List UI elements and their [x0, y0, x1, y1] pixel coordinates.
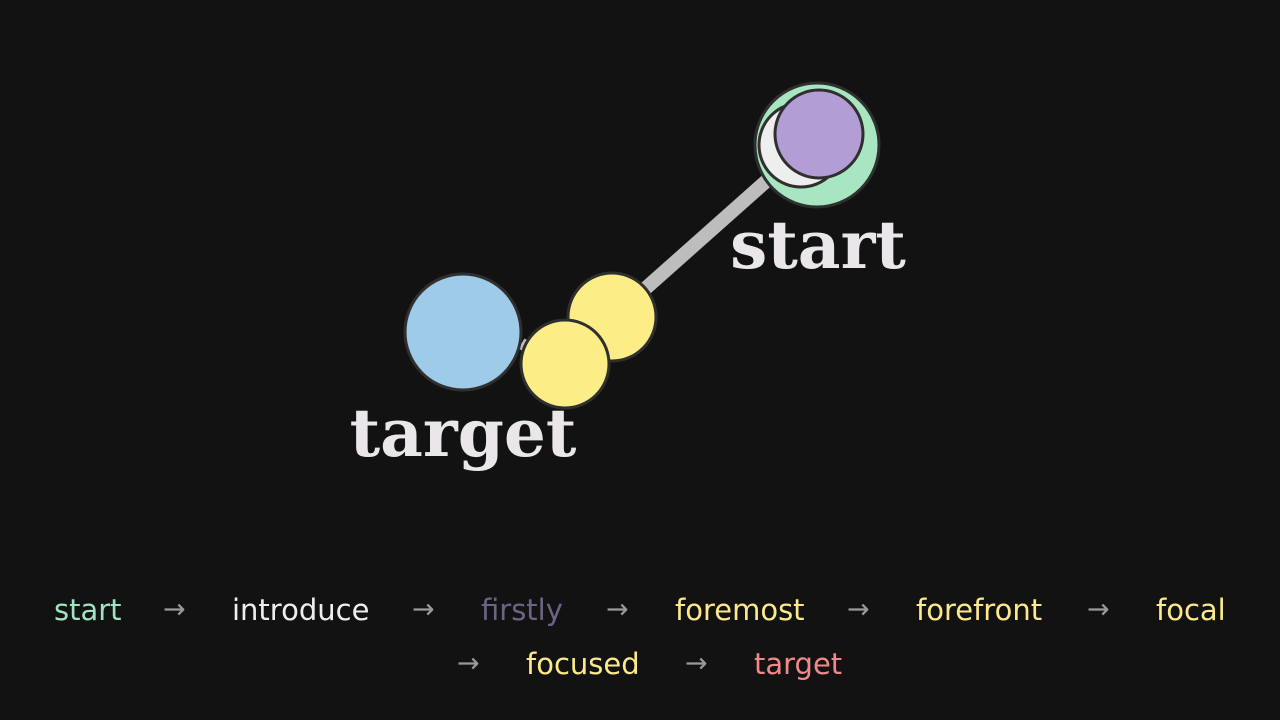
- path-word-target: target: [754, 647, 843, 681]
- path-word-forefront: forefront: [916, 593, 1043, 627]
- arrow-icon: →: [1087, 594, 1110, 625]
- path-word-start: start: [54, 593, 122, 627]
- path-word-foremost: foremost: [675, 593, 805, 627]
- start-node-label: start: [730, 206, 906, 284]
- arrow-icon: →: [606, 594, 629, 625]
- arrow-icon: →: [847, 594, 870, 625]
- edge-start-to-intermediate: [623, 154, 795, 310]
- path-word-introduce: introduce: [232, 593, 370, 627]
- arrow-icon: →: [163, 594, 186, 625]
- path-word-focal: focal: [1156, 593, 1226, 627]
- start-node-core: [773, 88, 865, 180]
- arrow-icon: →: [685, 648, 708, 679]
- target-node: [403, 272, 523, 392]
- arrow-icon: →: [457, 648, 480, 679]
- path-word-focused: focused: [526, 647, 640, 681]
- target-node-label: target: [350, 394, 577, 472]
- path-word-firstly: firstly: [481, 593, 563, 627]
- intermediate-node-2: [519, 318, 611, 410]
- arrow-icon: →: [412, 594, 435, 625]
